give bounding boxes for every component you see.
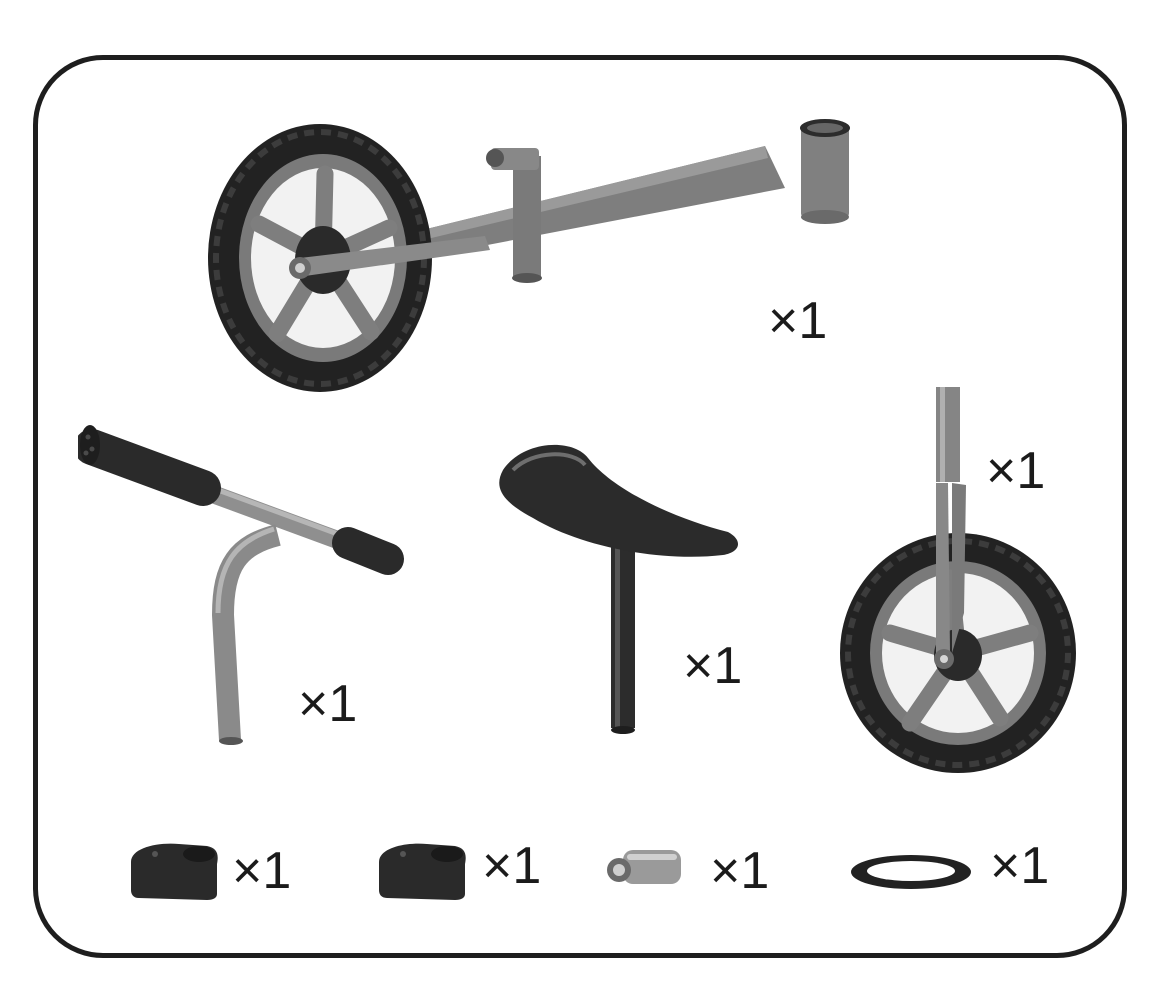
parts-list-frame bbox=[33, 55, 1127, 958]
spacer-block-a-illustration bbox=[127, 840, 222, 902]
frame-with-rear-wheel-illustration bbox=[205, 118, 865, 403]
handlebar-quantity-label: ×1 bbox=[298, 675, 358, 733]
washer-quantity-label: ×1 bbox=[990, 837, 1050, 895]
seat-illustration bbox=[493, 440, 748, 735]
clamp-quantity-label: ×1 bbox=[710, 842, 770, 900]
washer-ring-illustration bbox=[848, 852, 974, 892]
handlebar-illustration bbox=[78, 425, 408, 755]
front-fork-with-wheel-illustration bbox=[840, 383, 1080, 778]
spacer-a-quantity-label: ×1 bbox=[232, 842, 292, 900]
frame-quantity-label: ×1 bbox=[768, 292, 828, 350]
spacer-b-quantity-label: ×1 bbox=[482, 837, 542, 895]
seat-quantity-label: ×1 bbox=[683, 637, 743, 695]
spacer-block-b-illustration bbox=[375, 840, 470, 902]
fork-quantity-label: ×1 bbox=[986, 442, 1046, 500]
seat-clamp-illustration bbox=[603, 846, 685, 888]
